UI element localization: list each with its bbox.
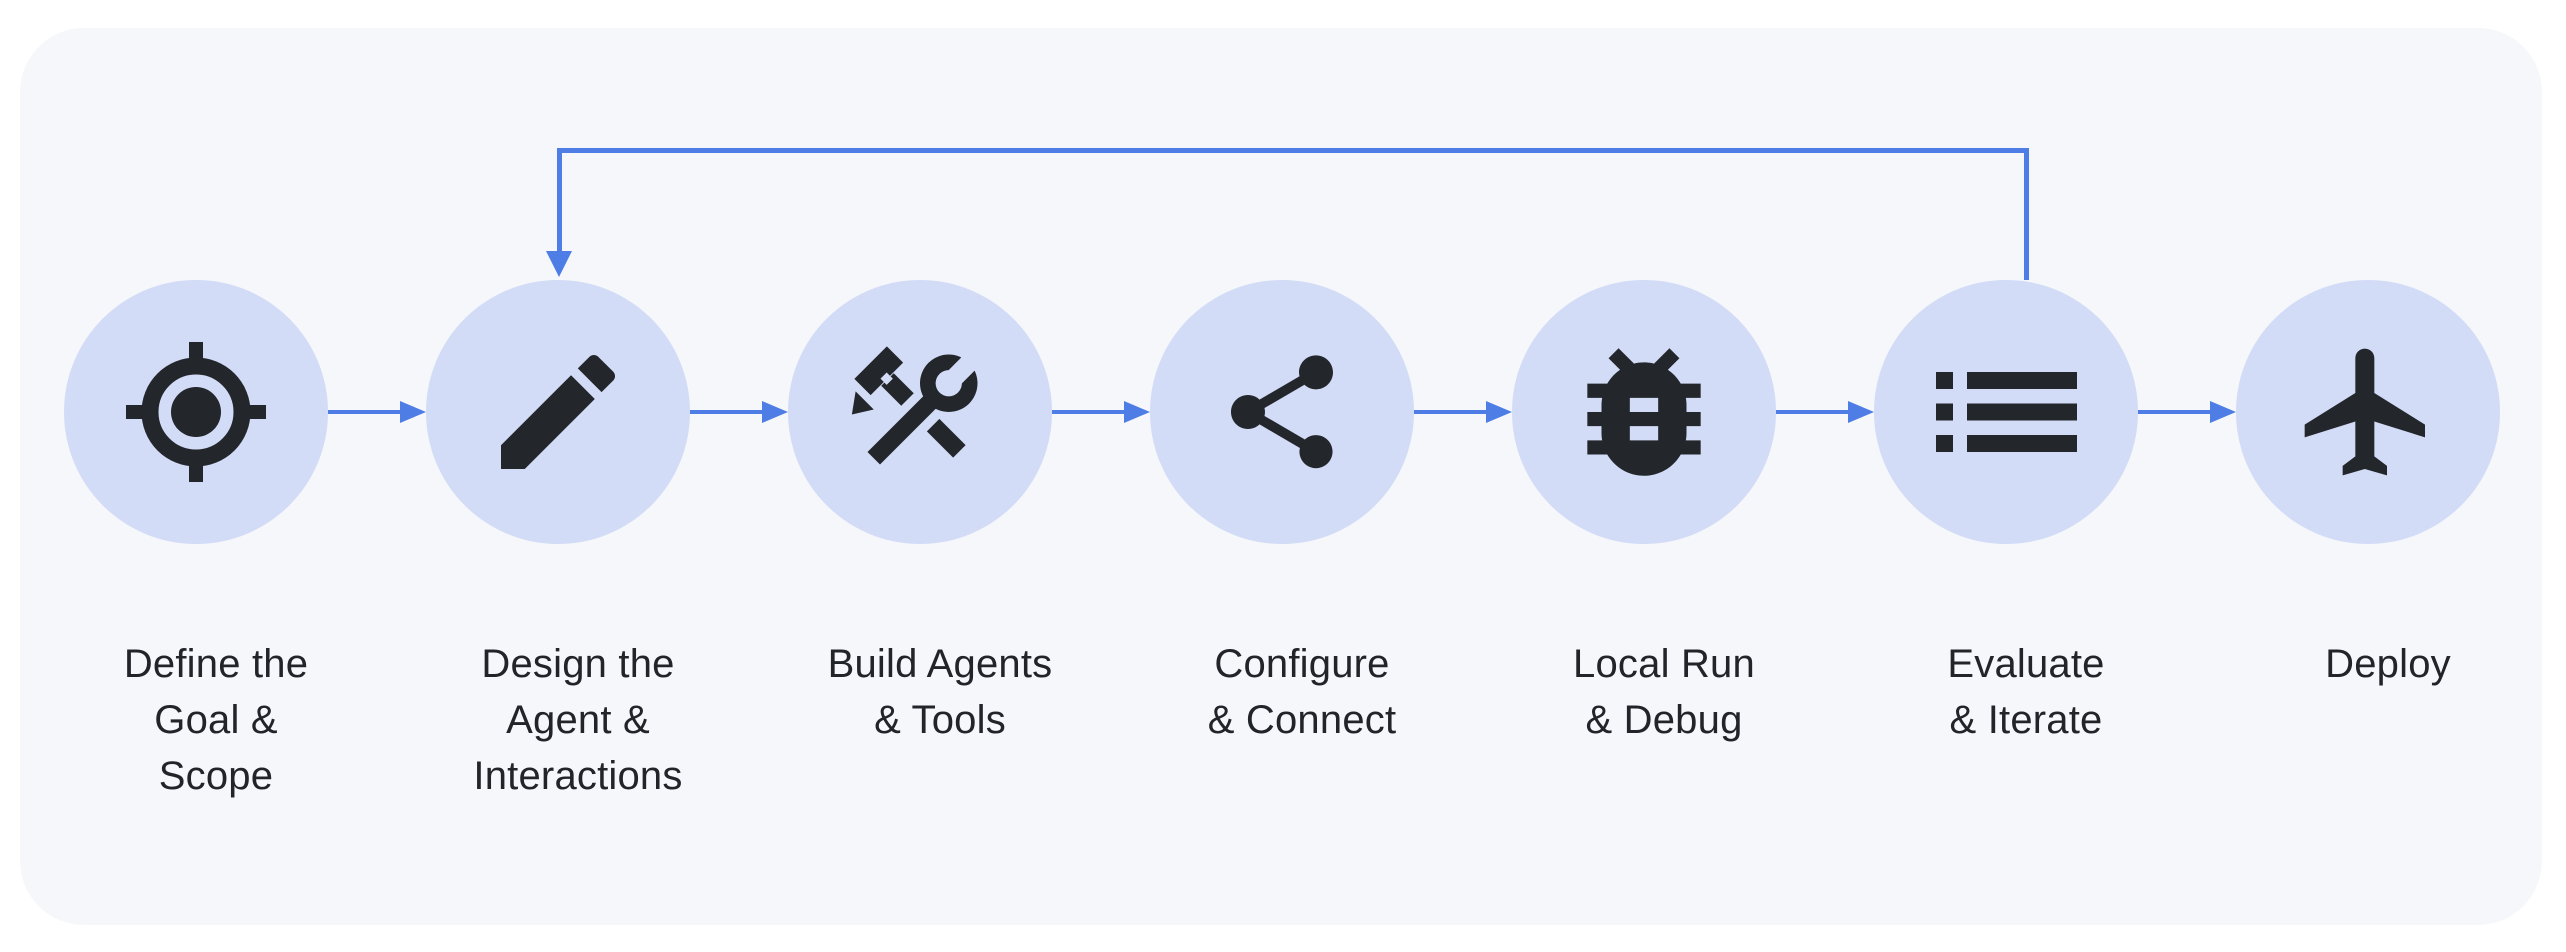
step-circle-configure-connect [1150, 280, 1414, 544]
forward-arrow-3 [1052, 401, 1150, 423]
step-label-build-agents: Build Agents & Tools [827, 642, 1053, 742]
step-label-deploy: Deploy [2325, 642, 2451, 686]
step-circle-build-agents [788, 280, 1052, 544]
feedback-arrowhead [546, 251, 572, 277]
workflow-panel: Define the Goal & Scope Design the Agent… [20, 28, 2542, 925]
forward-arrow-1 [328, 401, 426, 423]
step-circle-deploy [2236, 280, 2500, 544]
step-circle-evaluate-iterate [1874, 280, 2138, 544]
bug-icon [1559, 327, 1729, 497]
step-circle-define-goal [64, 280, 328, 544]
step-label-configure-connect: Configure & Connect [1207, 642, 1397, 742]
feedback-arrow-drop-segment [557, 148, 562, 252]
target-icon [126, 342, 266, 482]
step-label-design-agent: Design the Agent & Interactions [473, 642, 683, 798]
feedback-arrow-rise-segment [2024, 148, 2029, 280]
forward-arrow-2 [690, 401, 788, 423]
step-label-define-goal: Define the Goal & Scope [123, 642, 309, 798]
step-label-local-run-debug: Local Run & Debug [1573, 642, 1755, 742]
share-icon [1214, 344, 1350, 480]
pencil-icon [482, 336, 634, 488]
forward-arrow-4 [1414, 401, 1512, 423]
list-icon [1935, 372, 2077, 452]
feedback-arrow-top-segment [557, 148, 2029, 153]
airplane-icon [2292, 336, 2444, 488]
forward-arrow-5 [1776, 401, 1874, 423]
step-circle-local-run-debug [1512, 280, 1776, 544]
forward-arrow-6 [2138, 401, 2236, 423]
step-circle-design-agent [426, 280, 690, 544]
step-label-evaluate-iterate: Evaluate & Iterate [1947, 642, 2105, 742]
tools-icon [845, 337, 995, 487]
